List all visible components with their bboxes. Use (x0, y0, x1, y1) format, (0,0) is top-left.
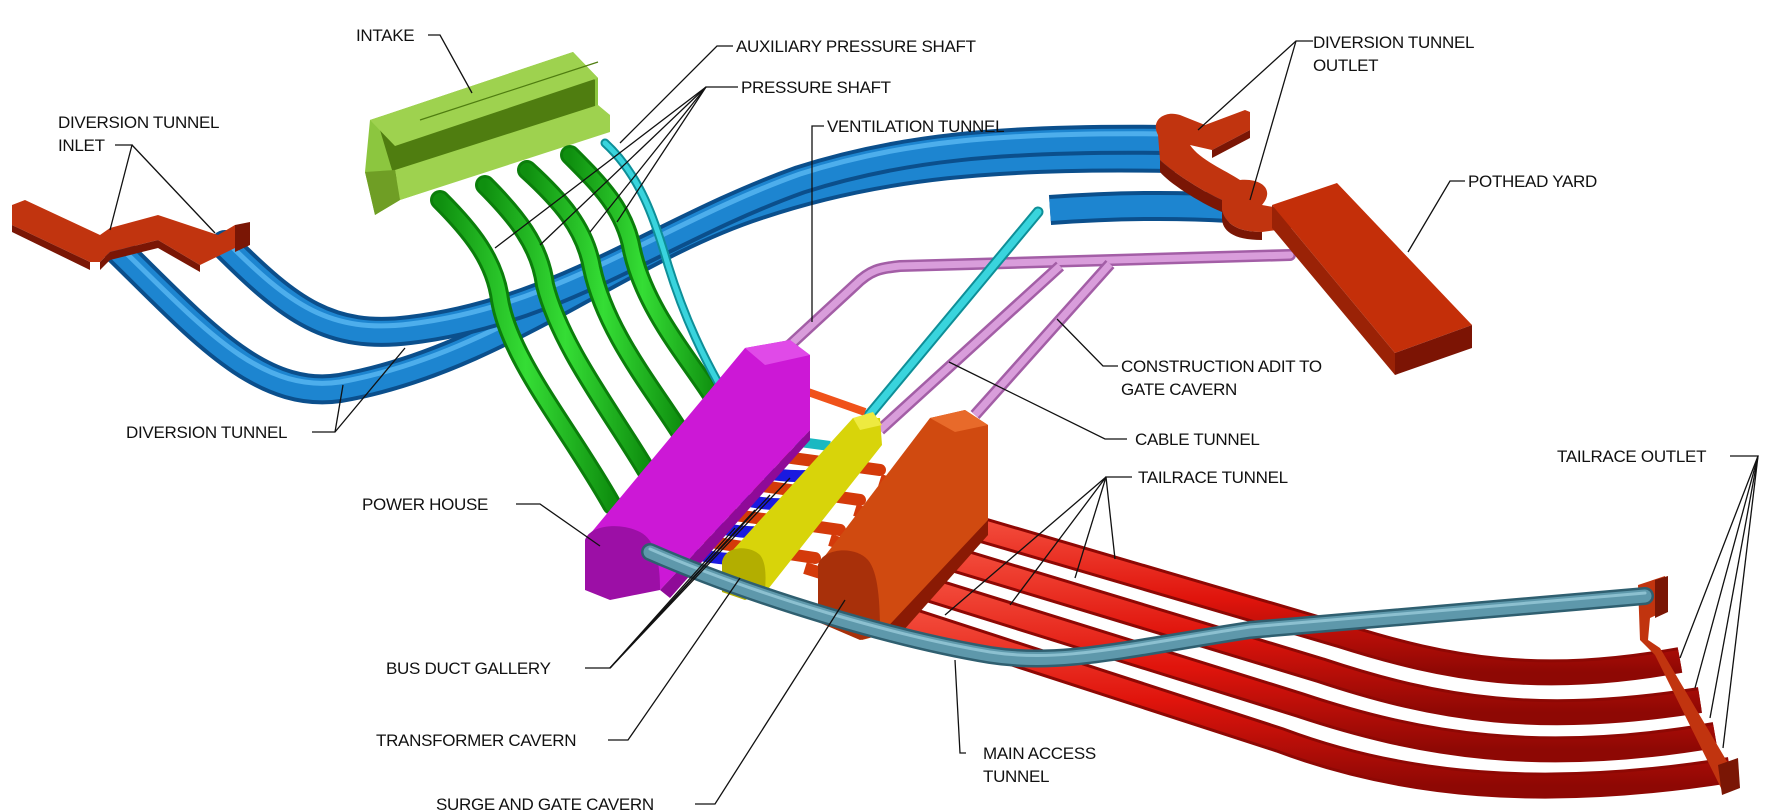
label-cable-tunnel: CABLE TUNNEL (1135, 430, 1260, 449)
main-access-tunnel-tube (641, 543, 1654, 668)
intake-structure (365, 52, 610, 215)
label-intake: INTAKE (356, 26, 414, 45)
ventilation-tunnel-tube (784, 249, 1296, 351)
label-main-access-tunnel: MAIN ACCESS TUNNEL (983, 744, 1100, 786)
tailrace-tunnels (890, 512, 1733, 799)
pothead-yard-structure (1272, 183, 1472, 375)
label-bus-duct-gallery: BUS DUCT GALLERY (386, 659, 551, 678)
label-pressure-shaft: PRESSURE SHAFT (741, 78, 891, 97)
label-tailrace-tunnel: TAILRACE TUNNEL (1138, 468, 1288, 487)
power-house-structure (585, 340, 810, 600)
label-pothead-yard: POTHEAD YARD (1468, 172, 1597, 191)
pressure-shafts (430, 138, 730, 515)
tailrace-outlet-structure (1638, 576, 1740, 795)
ventilation-and-adit-tunnels (784, 249, 1296, 435)
label-ventilation-tunnel: VENTILATION TUNNEL (827, 117, 1004, 136)
label-tailrace-outlet: TAILRACE OUTLET (1557, 447, 1706, 466)
label-auxiliary-pressure-shaft: AUXILIARY PRESSURE SHAFT (736, 37, 976, 56)
diversion-tunnel-inlet-structure (12, 200, 250, 272)
label-power-house: POWER HOUSE (362, 495, 488, 514)
diversion-tunnel-2-outlet-segment (1049, 194, 1231, 221)
labels: INTAKE AUXILIARY PRESSURE SHAFT PRESSURE… (58, 26, 1706, 811)
label-diversion-tunnel-inlet: DIVERSION TUNNEL INLET (58, 113, 223, 155)
diversion-tunnel-outlet-structure (1155, 110, 1292, 240)
label-construction-adit: CONSTRUCTION ADIT TO GATE CAVERN (1121, 357, 1326, 399)
label-diversion-tunnel-outlet: DIVERSION TUNNEL OUTLET (1313, 33, 1478, 75)
bus-link-top (806, 388, 867, 416)
label-surge-and-gate-cavern: SURGE AND GATE CAVERN (436, 795, 654, 811)
label-diversion-tunnel: DIVERSION TUNNEL (126, 423, 287, 442)
leader-lines (109, 34, 1759, 805)
label-transformer-cavern: TRANSFORMER CAVERN (376, 731, 576, 750)
cable-tunnel-group (859, 206, 1044, 426)
